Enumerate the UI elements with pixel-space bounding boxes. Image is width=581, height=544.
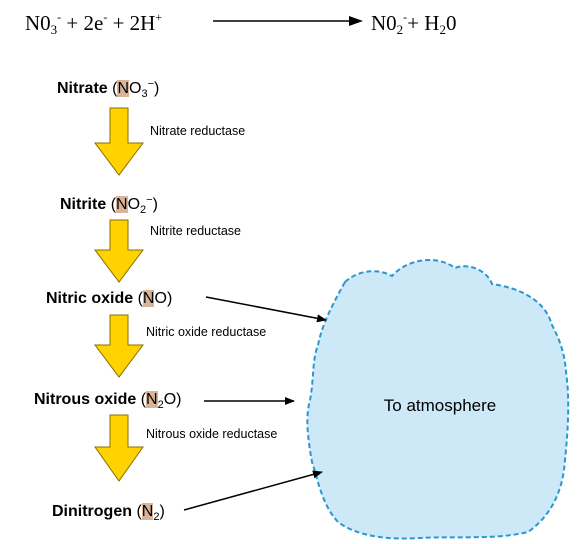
species-nitric-oxide: Nitric oxide (NO) (46, 290, 173, 307)
enzyme-nitrous-oxide-reductase: Nitrous oxide reductase (146, 427, 278, 441)
species-nitrite: Nitrite (NO2−) (60, 194, 158, 216)
enzyme-nitrite-reductase: Nitrite reductase (150, 224, 242, 238)
arrow-nitric-oxide-to-atmosphere (205, 296, 327, 323)
down-arrow-4 (94, 414, 144, 482)
species-nitrate: Nitrate (NO3−) (57, 78, 160, 100)
arrow-dinitrogen-to-atmosphere (183, 470, 323, 511)
down-arrow-2 (94, 219, 144, 283)
atmosphere-cloud (306, 259, 570, 540)
enzyme-nitrate-reductase: Nitrate reductase (150, 124, 246, 138)
reaction-equation: N03- + 2e- + 2H+ N02-+ H20 (25, 8, 545, 42)
down-arrow-3 (94, 314, 144, 378)
species-dinitrogen: Dinitrogen (N2) (52, 503, 165, 523)
enzyme-nitric-oxide-reductase: Nitric oxide reductase (146, 325, 267, 339)
equation-arrow (213, 16, 363, 26)
species-nitrous-oxide: Nitrous oxide (N2O) (34, 391, 182, 411)
cloud-label: To atmosphere (383, 396, 497, 415)
equation-products: N02-+ H20 (371, 10, 457, 37)
down-arrow-1 (94, 107, 144, 176)
equation-reactants: N03- + 2e- + 2H+ (25, 10, 163, 37)
